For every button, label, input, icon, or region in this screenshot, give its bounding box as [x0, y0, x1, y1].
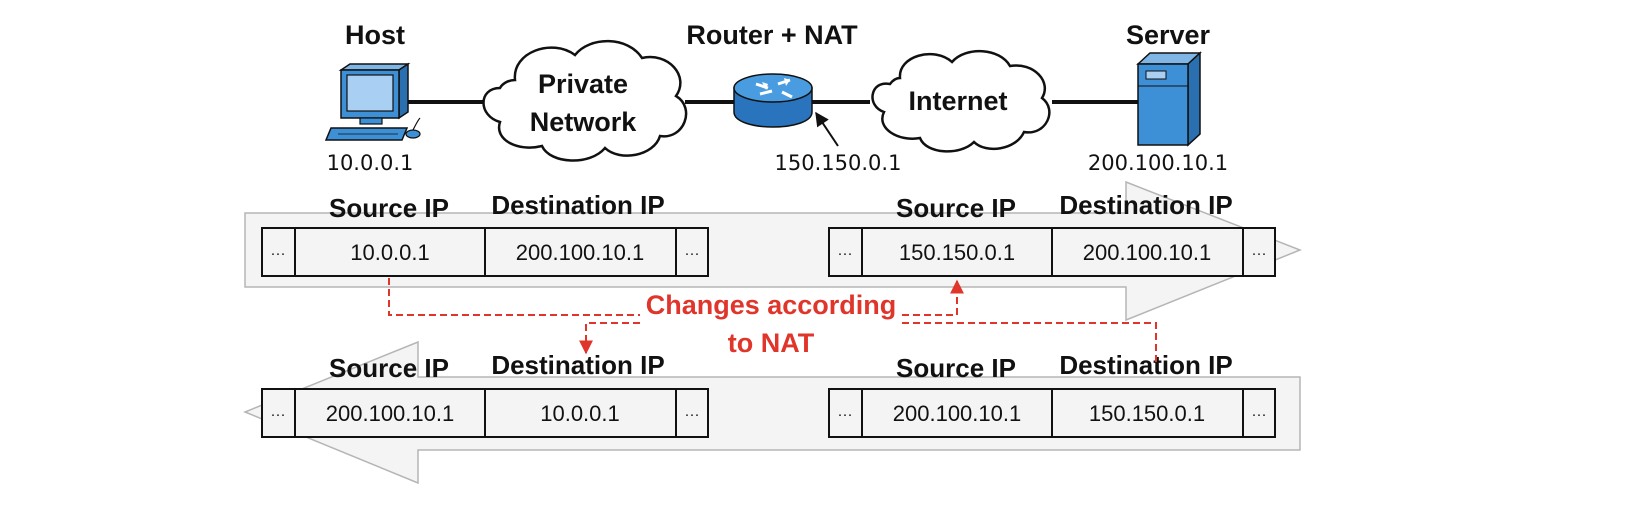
computer-icon — [324, 62, 421, 141]
packet-inbound-right: ··· 200.100.10.1 150.150.0.1 ··· — [828, 388, 1276, 438]
ellipsis: ··· — [271, 406, 286, 423]
internet-cloud — [871, 49, 1051, 153]
header-source-bottom-right: Source IP — [896, 353, 1016, 383]
ellipsis: ··· — [1252, 245, 1267, 262]
packet-inbound-left: ··· 200.100.10.1 10.0.0.1 ··· — [261, 388, 709, 438]
server-label: Server — [1126, 20, 1211, 50]
destination-ip-cell: 200.100.10.1 — [516, 240, 644, 265]
destination-ip-cell: 10.0.0.1 — [540, 401, 620, 426]
packet-outbound-left: ··· 10.0.0.1 200.100.10.1 ··· — [261, 227, 709, 277]
nat-connector-to-router-ip — [902, 279, 964, 316]
destination-ip-cell: 150.150.0.1 — [1089, 401, 1205, 426]
router-icon — [733, 73, 813, 128]
source-ip-cell: 10.0.0.1 — [350, 240, 430, 265]
host-ip: 10.0.0.1 — [327, 151, 414, 175]
ellipsis: ··· — [838, 406, 853, 423]
nat-annotation-line1: Changes according — [646, 290, 897, 320]
header-dest-top-right: Destination IP — [1059, 190, 1232, 220]
outbound-flow-arrow — [244, 180, 1303, 322]
router-ip-pointer — [815, 111, 839, 147]
ellipsis: ··· — [271, 245, 286, 262]
header-source-top-right: Source IP — [896, 193, 1016, 223]
router-label: Router + NAT — [686, 20, 858, 50]
host-label: Host — [345, 20, 405, 50]
router-ip: 150.150.0.1 — [775, 151, 902, 175]
ellipsis: ··· — [685, 245, 700, 262]
server-ip: 200.100.10.1 — [1088, 151, 1228, 175]
server-icon — [1136, 51, 1202, 147]
ellipsis: ··· — [685, 406, 700, 423]
source-ip-cell: 200.100.10.1 — [326, 401, 454, 426]
nat-annotation-line2: to NAT — [728, 328, 815, 358]
private-network-label-line2: Network — [530, 107, 638, 137]
source-ip-cell: 150.150.0.1 — [899, 240, 1015, 265]
inbound-flow-arrow — [243, 340, 1301, 485]
header-dest-top-left: Destination IP — [491, 190, 664, 220]
source-ip-cell: 200.100.10.1 — [893, 401, 1021, 426]
destination-ip-cell: 200.100.10.1 — [1083, 240, 1211, 265]
header-dest-bottom-right: Destination IP — [1059, 350, 1232, 380]
private-network-cloud — [482, 39, 688, 162]
header-source-top-left: Source IP — [329, 193, 449, 223]
ellipsis: ··· — [838, 245, 853, 262]
header-source-bottom-left: Source IP — [329, 353, 449, 383]
packet-outbound-right: ··· 150.150.0.1 200.100.10.1 ··· — [828, 227, 1276, 277]
private-network-label-line1: Private — [538, 69, 628, 99]
internet-label: Internet — [908, 86, 1007, 116]
nat-connector-source-out — [388, 278, 640, 316]
header-dest-bottom-left: Destination IP — [491, 350, 664, 380]
ellipsis: ··· — [1252, 406, 1267, 423]
nat-connector-to-host-ip — [579, 322, 640, 355]
nat-connector-dest-in — [902, 322, 1157, 362]
